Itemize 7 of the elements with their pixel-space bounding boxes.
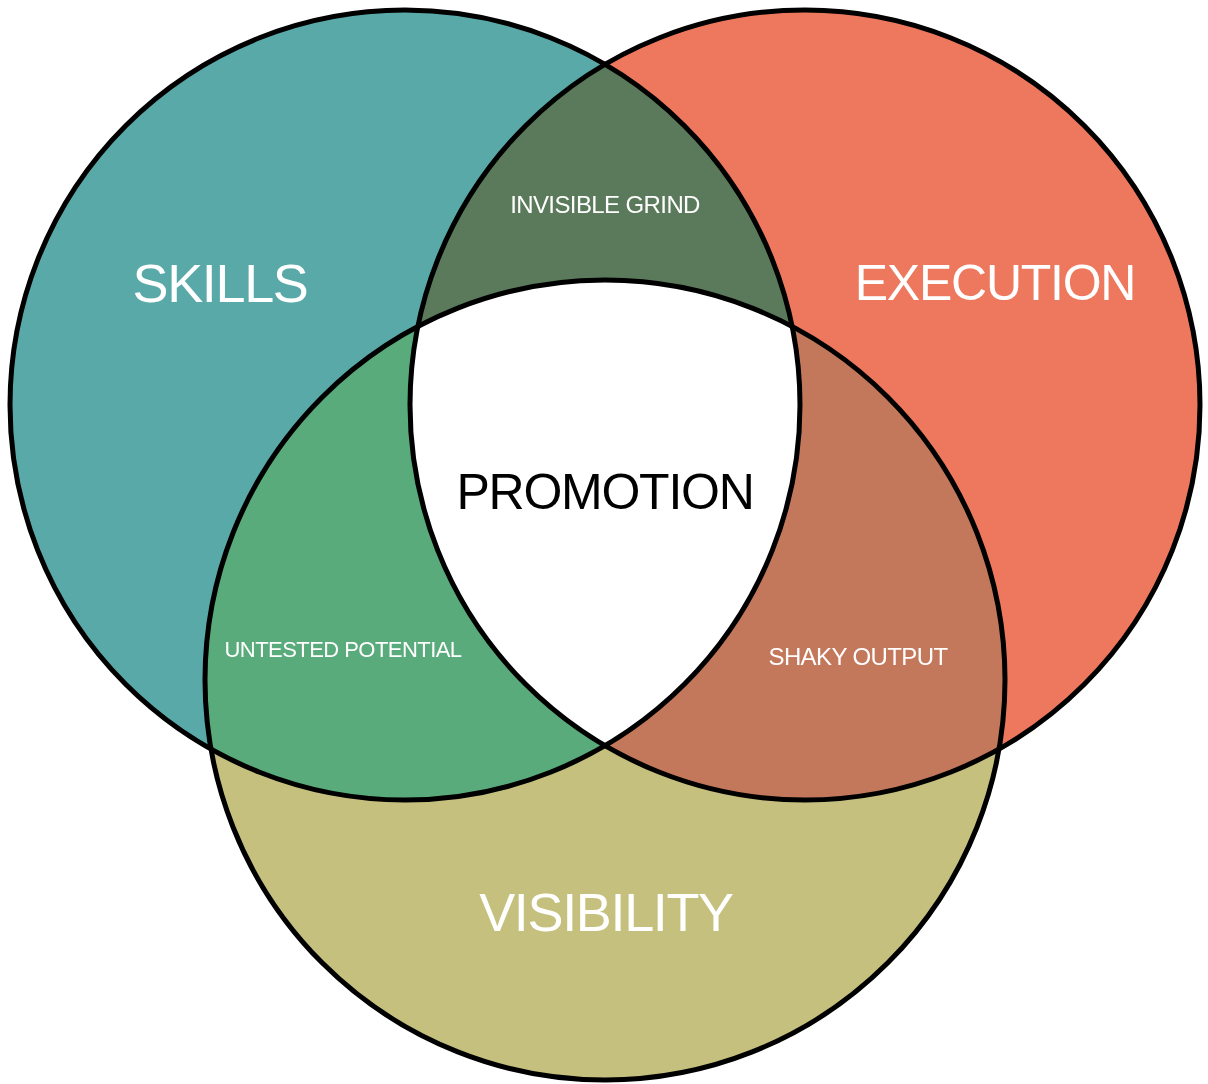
circle-label: EXECUTION [854,258,1136,308]
circle-label: VISIBILITY [479,885,733,939]
region-label: SHAKY OUTPUT [768,645,948,669]
region-label: UNTESTED POTENTIAL [224,639,462,661]
region-label: INVISIBLE GRIND [510,193,700,217]
region-label: PROMOTION [456,467,754,517]
circle-label: SKILLS [132,256,308,310]
